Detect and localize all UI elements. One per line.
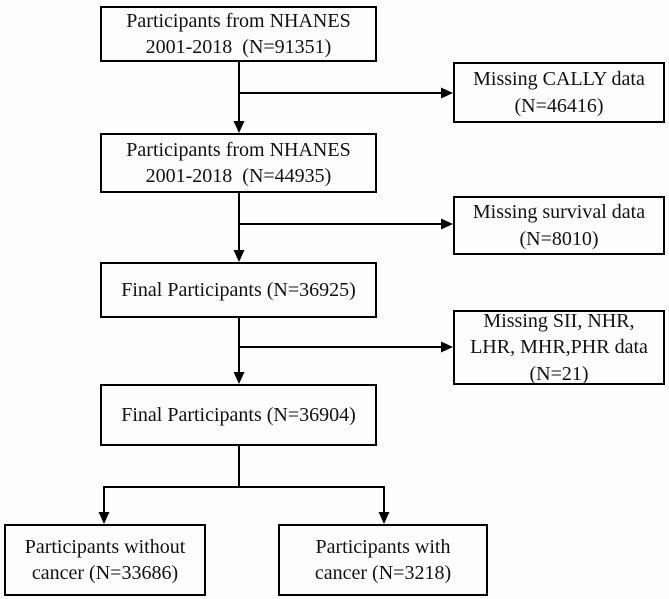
arrowhead-right-ratios xyxy=(441,341,453,353)
node-text-line: Missing CALLY data xyxy=(473,68,645,91)
node-text-line: (N=21) xyxy=(529,362,589,385)
node-text-line: (N=8010) xyxy=(519,227,599,250)
node-final-participants-36925: Final Participants (N=36925) xyxy=(100,262,377,318)
arrowhead-down-final2 xyxy=(233,372,245,384)
arrowhead-down-without-cancer xyxy=(98,512,110,524)
node-missing-cally: Missing CALLY data (N=46416) xyxy=(453,62,665,123)
arrowhead-down-second xyxy=(233,121,245,133)
node-nhanes-after-cally: Participants from NHANES 2001-2018 (N=44… xyxy=(100,133,377,193)
node-text-line: Final Participants (N=36925) xyxy=(121,278,356,301)
node-text-line: (N=46416) xyxy=(514,94,604,117)
node-text-line: Missing survival data xyxy=(472,201,646,224)
node-without-cancer: Participants without cancer (N=33686) xyxy=(4,524,206,596)
node-text-line: Participants from NHANES xyxy=(126,138,351,161)
arrowhead-right-survival xyxy=(441,218,453,230)
node-nhanes-initial: Participants from NHANES 2001-2018 (N=91… xyxy=(100,6,377,62)
node-text-line: Final Participants (N=36904) xyxy=(121,403,356,426)
node-text-line: 2001-2018 (N=44935) xyxy=(145,165,332,187)
arrowhead-right-cally xyxy=(441,87,453,99)
arrowhead-down-with-cancer xyxy=(378,512,390,524)
node-text-line: Participants without xyxy=(24,535,186,558)
node-text-line: Missing SII, NHR, xyxy=(483,309,635,332)
node-missing-ratios: Missing SII, NHR, LHR, MHR,PHR data (N=2… xyxy=(453,310,665,385)
node-final-participants-36904: Final Participants (N=36904) xyxy=(100,384,377,446)
node-text-line: cancer (N=33686) xyxy=(31,562,179,584)
node-missing-survival: Missing survival data (N=8010) xyxy=(453,196,665,255)
node-with-cancer: Participants with cancer (N=3218) xyxy=(278,524,488,596)
node-text-line: Participants from NHANES xyxy=(126,9,351,32)
node-text-line: 2001-2018 (N=91351) xyxy=(145,36,332,58)
node-text-line: LHR, MHR,PHR data xyxy=(470,336,648,359)
arrowhead-down-final1 xyxy=(233,250,245,262)
node-text-line: Participants with xyxy=(315,535,451,558)
node-text-line: cancer (N=3218) xyxy=(314,562,452,584)
